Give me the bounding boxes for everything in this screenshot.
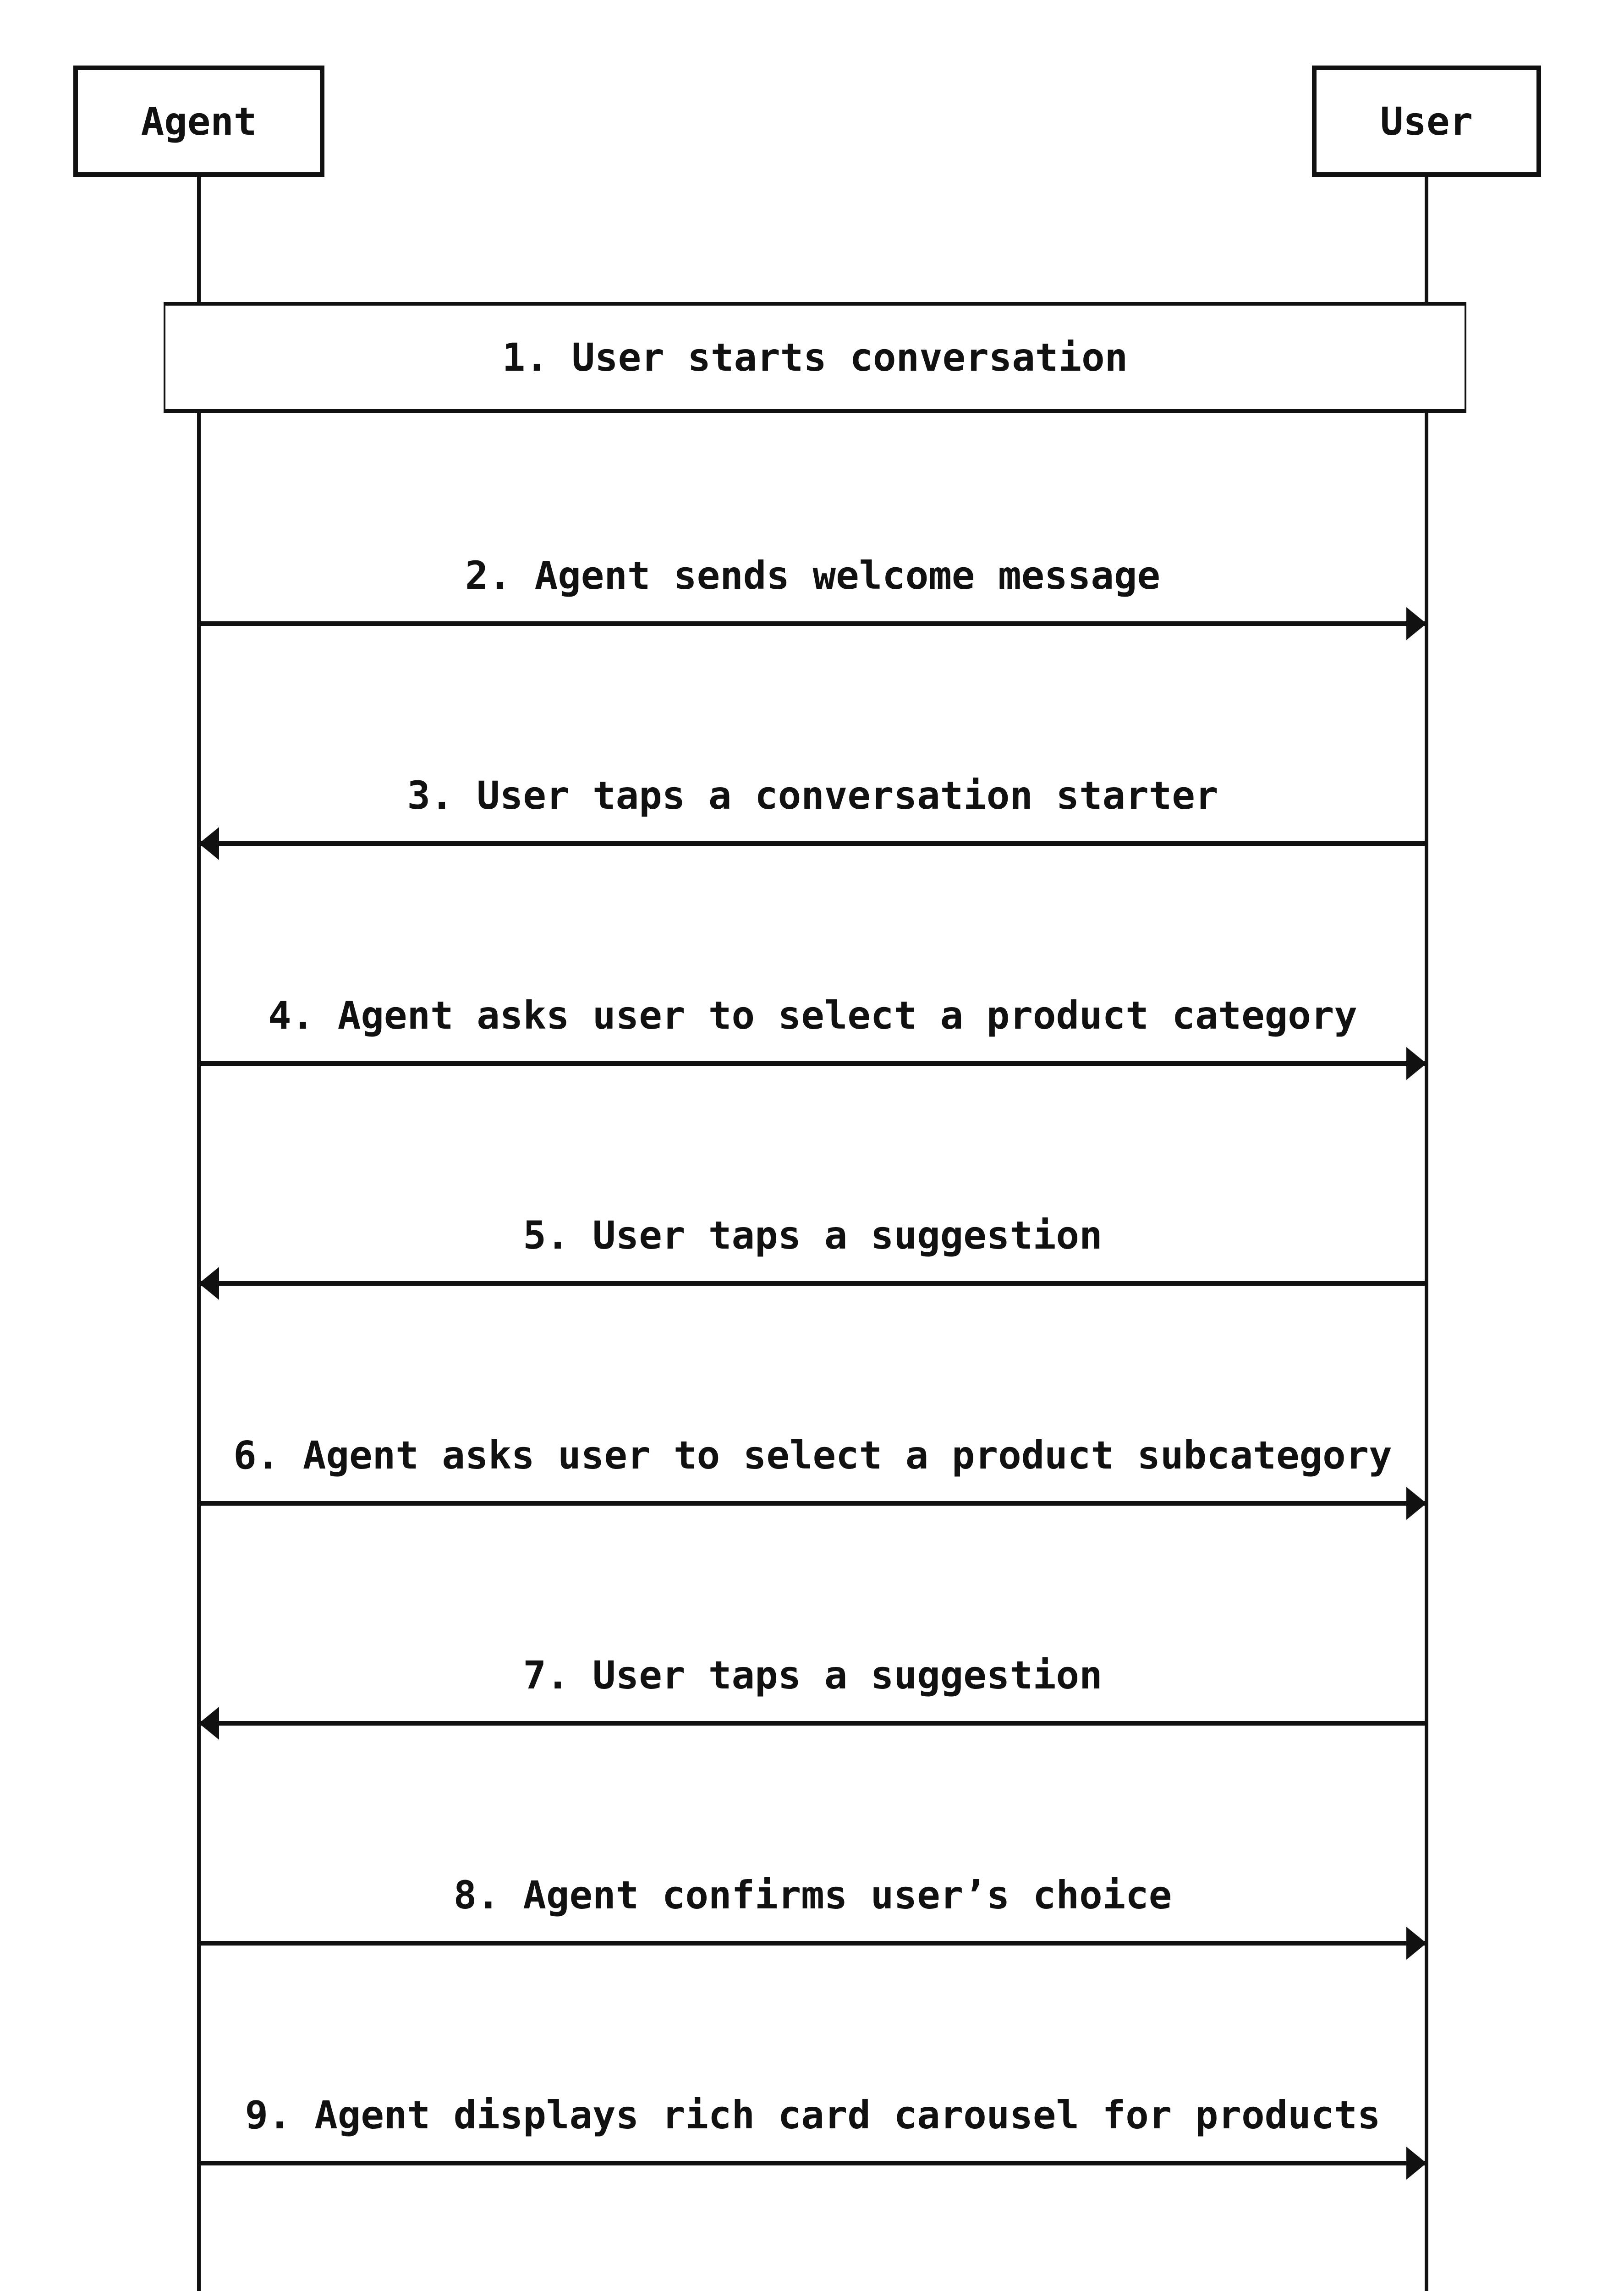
message-arrow-line [199,827,1426,860]
message-arrow-line [199,1267,1426,1300]
arrowhead-right-icon [1406,2147,1426,2180]
message-8: 8. Agent confirms user’s choice [199,1826,1426,1960]
message-arrow-line [199,1707,1426,1740]
message-label: 9. Agent displays rich card carousel for… [245,2093,1381,2138]
message-4: 4. Agent asks user to select a product c… [199,947,1426,1080]
message-label: 3. User taps a conversation starter [407,773,1218,818]
message-7: 7. User taps a suggestion [199,1606,1426,1740]
message-label: 6. Agent asks user to select a product s… [233,1433,1392,1478]
agent-lifeline [197,174,201,2291]
message-arrow-line [199,1487,1426,1520]
actor-user-top: User [1312,66,1541,177]
arrowhead-right-icon [1406,1927,1426,1960]
actor-agent-label: Agent [141,99,257,144]
user-lifeline [1425,174,1428,2291]
arrowhead-left-icon [199,1267,219,1300]
arrowhead-right-icon [1406,1487,1426,1520]
arrowhead-left-icon [199,827,219,860]
message-10: 10. User selects a product [199,2266,1426,2291]
message-label: 8. Agent confirms user’s choice [453,1873,1172,1918]
message-label: 2. Agent sends welcome message [465,553,1161,598]
message-arrow-line [199,1047,1426,1080]
message-2: 2. Agent sends welcome message [199,507,1426,640]
arrowhead-left-icon [199,1707,219,1740]
message-9: 9. Agent displays rich card carousel for… [199,2046,1426,2180]
conversation-start-banner: 1. User starts conversation [164,302,1466,413]
message-arrow-line [199,1927,1426,1960]
message-label: 5. User taps a suggestion [523,1213,1103,1258]
actor-agent-top: Agent [73,66,324,177]
message-arrow-line [199,607,1426,640]
arrowhead-right-icon [1406,1047,1426,1080]
actor-user-label: User [1380,99,1473,144]
arrowhead-right-icon [1406,607,1426,640]
message-label: 4. Agent asks user to select a product c… [268,993,1357,1038]
message-6: 6. Agent asks user to select a product s… [199,1387,1426,1520]
message-label: 7. User taps a suggestion [523,1653,1103,1698]
message-3: 3. User taps a conversation starter [199,727,1426,860]
message-5: 5. User taps a suggestion [199,1167,1426,1300]
banner-label: 1. User starts conversation [502,335,1128,380]
message-arrow-line [199,2147,1426,2180]
